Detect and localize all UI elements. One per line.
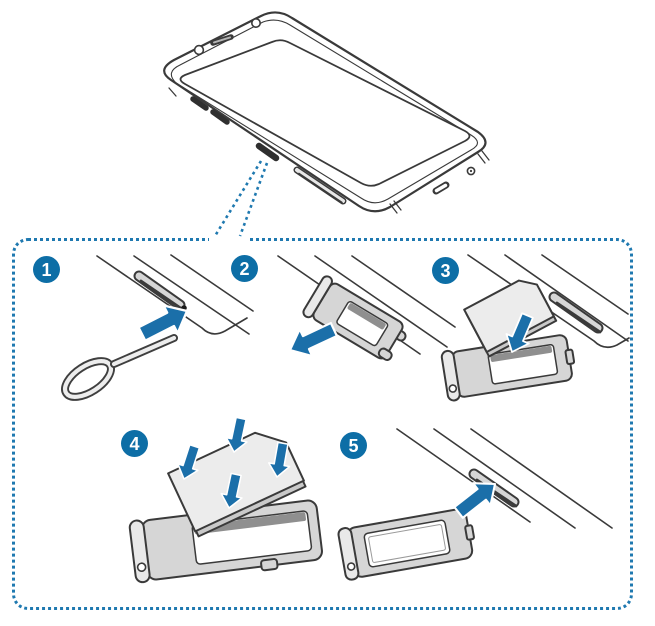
sim-slot bbox=[133, 270, 187, 311]
sensor-icon bbox=[193, 44, 205, 56]
usb-port-icon bbox=[432, 181, 450, 195]
step-1-badge: 1 bbox=[33, 256, 60, 283]
press-arrows bbox=[177, 416, 291, 509]
tray bbox=[128, 499, 323, 584]
steps-dotted-border bbox=[12, 238, 633, 610]
phone-edge-lines bbox=[96, 254, 254, 335]
step-1-illustration bbox=[61, 254, 254, 401]
phone-top-face-edge bbox=[170, 19, 479, 204]
step-3-illustration bbox=[440, 254, 630, 402]
arrow-into-slot bbox=[137, 304, 189, 342]
border-gap bbox=[209, 234, 247, 245]
power-button bbox=[210, 109, 230, 125]
step-2-badge: 2 bbox=[231, 255, 258, 282]
volume-button bbox=[190, 96, 209, 111]
sim-card bbox=[463, 279, 558, 358]
phone-edge-lines bbox=[396, 428, 613, 529]
arrow-place-card bbox=[505, 312, 534, 353]
front-camera-icon bbox=[251, 17, 262, 28]
antenna-lines bbox=[168, 87, 490, 214]
tray bbox=[440, 334, 576, 402]
step-4-badge: 4 bbox=[121, 430, 148, 457]
arrow-pull-out bbox=[288, 321, 338, 358]
callout-leader-lines bbox=[213, 160, 269, 237]
sim-slot bbox=[548, 291, 604, 334]
ejection-pin bbox=[61, 334, 178, 401]
secondary-slot bbox=[293, 166, 347, 205]
step-4-illustration bbox=[128, 416, 323, 584]
phone-screen bbox=[179, 39, 471, 187]
phone-edge-lines bbox=[467, 254, 630, 349]
earpiece-speaker-icon bbox=[210, 34, 234, 46]
step-5-illustration bbox=[337, 428, 613, 581]
arrow-insert-tray bbox=[453, 482, 497, 519]
step-2-illustration bbox=[277, 255, 456, 362]
empty-tray bbox=[302, 275, 404, 362]
tray-with-card bbox=[337, 508, 475, 581]
headphone-jack-icon bbox=[466, 166, 476, 176]
sim-tray-slot bbox=[255, 142, 280, 162]
smartphone-illustration bbox=[163, 11, 490, 214]
step-5-badge: 5 bbox=[340, 432, 367, 459]
step-3-badge: 3 bbox=[432, 257, 459, 284]
